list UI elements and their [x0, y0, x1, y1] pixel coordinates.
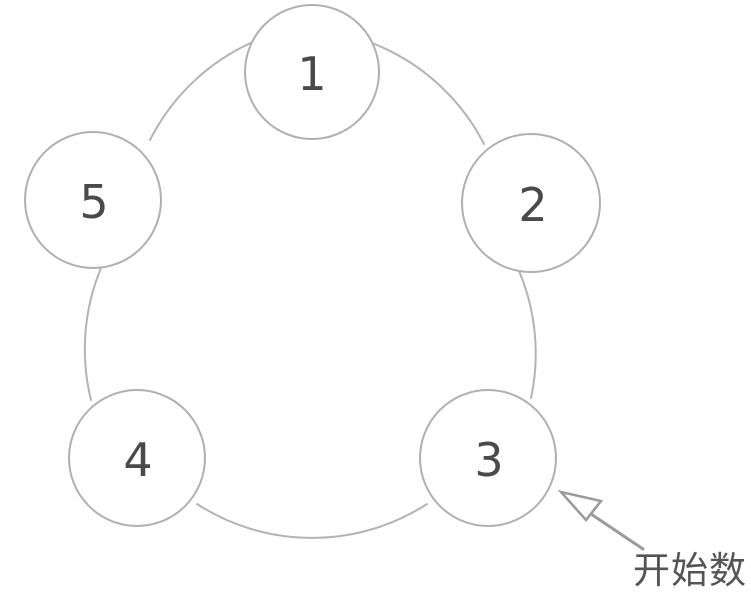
- arrow-shaft-line: [586, 510, 645, 551]
- node-4[interactable]: 4: [68, 389, 206, 527]
- node-3-label: 3: [474, 433, 503, 487]
- edge-3-to-4: [196, 503, 428, 539]
- node-3-circle[interactable]: [419, 389, 557, 527]
- annotation-label: 开始数: [633, 549, 747, 592]
- ring-edges: [83, 40, 537, 539]
- node-1[interactable]: 1: [244, 4, 380, 140]
- edge-5-to-1: [149, 40, 256, 141]
- node-2[interactable]: 2: [461, 133, 601, 273]
- node-1-label: 1: [297, 47, 326, 101]
- node-5[interactable]: 5: [24, 131, 162, 269]
- node-2-label: 2: [518, 178, 547, 232]
- edge-1-to-2: [371, 42, 485, 145]
- edge-4-to-5: [83, 267, 102, 401]
- ring-nodes: 1 2 3 4 5: [24, 4, 601, 527]
- node-2-circle[interactable]: [461, 133, 601, 273]
- arrow-head-open-triangle: [557, 489, 604, 522]
- node-1-circle[interactable]: [244, 4, 380, 140]
- node-4-circle[interactable]: [68, 389, 206, 527]
- edge-2-to-3: [518, 270, 537, 399]
- node-3[interactable]: 3: [419, 389, 557, 527]
- node-5-circle[interactable]: [24, 131, 162, 269]
- annotation-arrow: [557, 489, 645, 551]
- node-4-label: 4: [123, 433, 152, 487]
- node-5-label: 5: [79, 175, 108, 229]
